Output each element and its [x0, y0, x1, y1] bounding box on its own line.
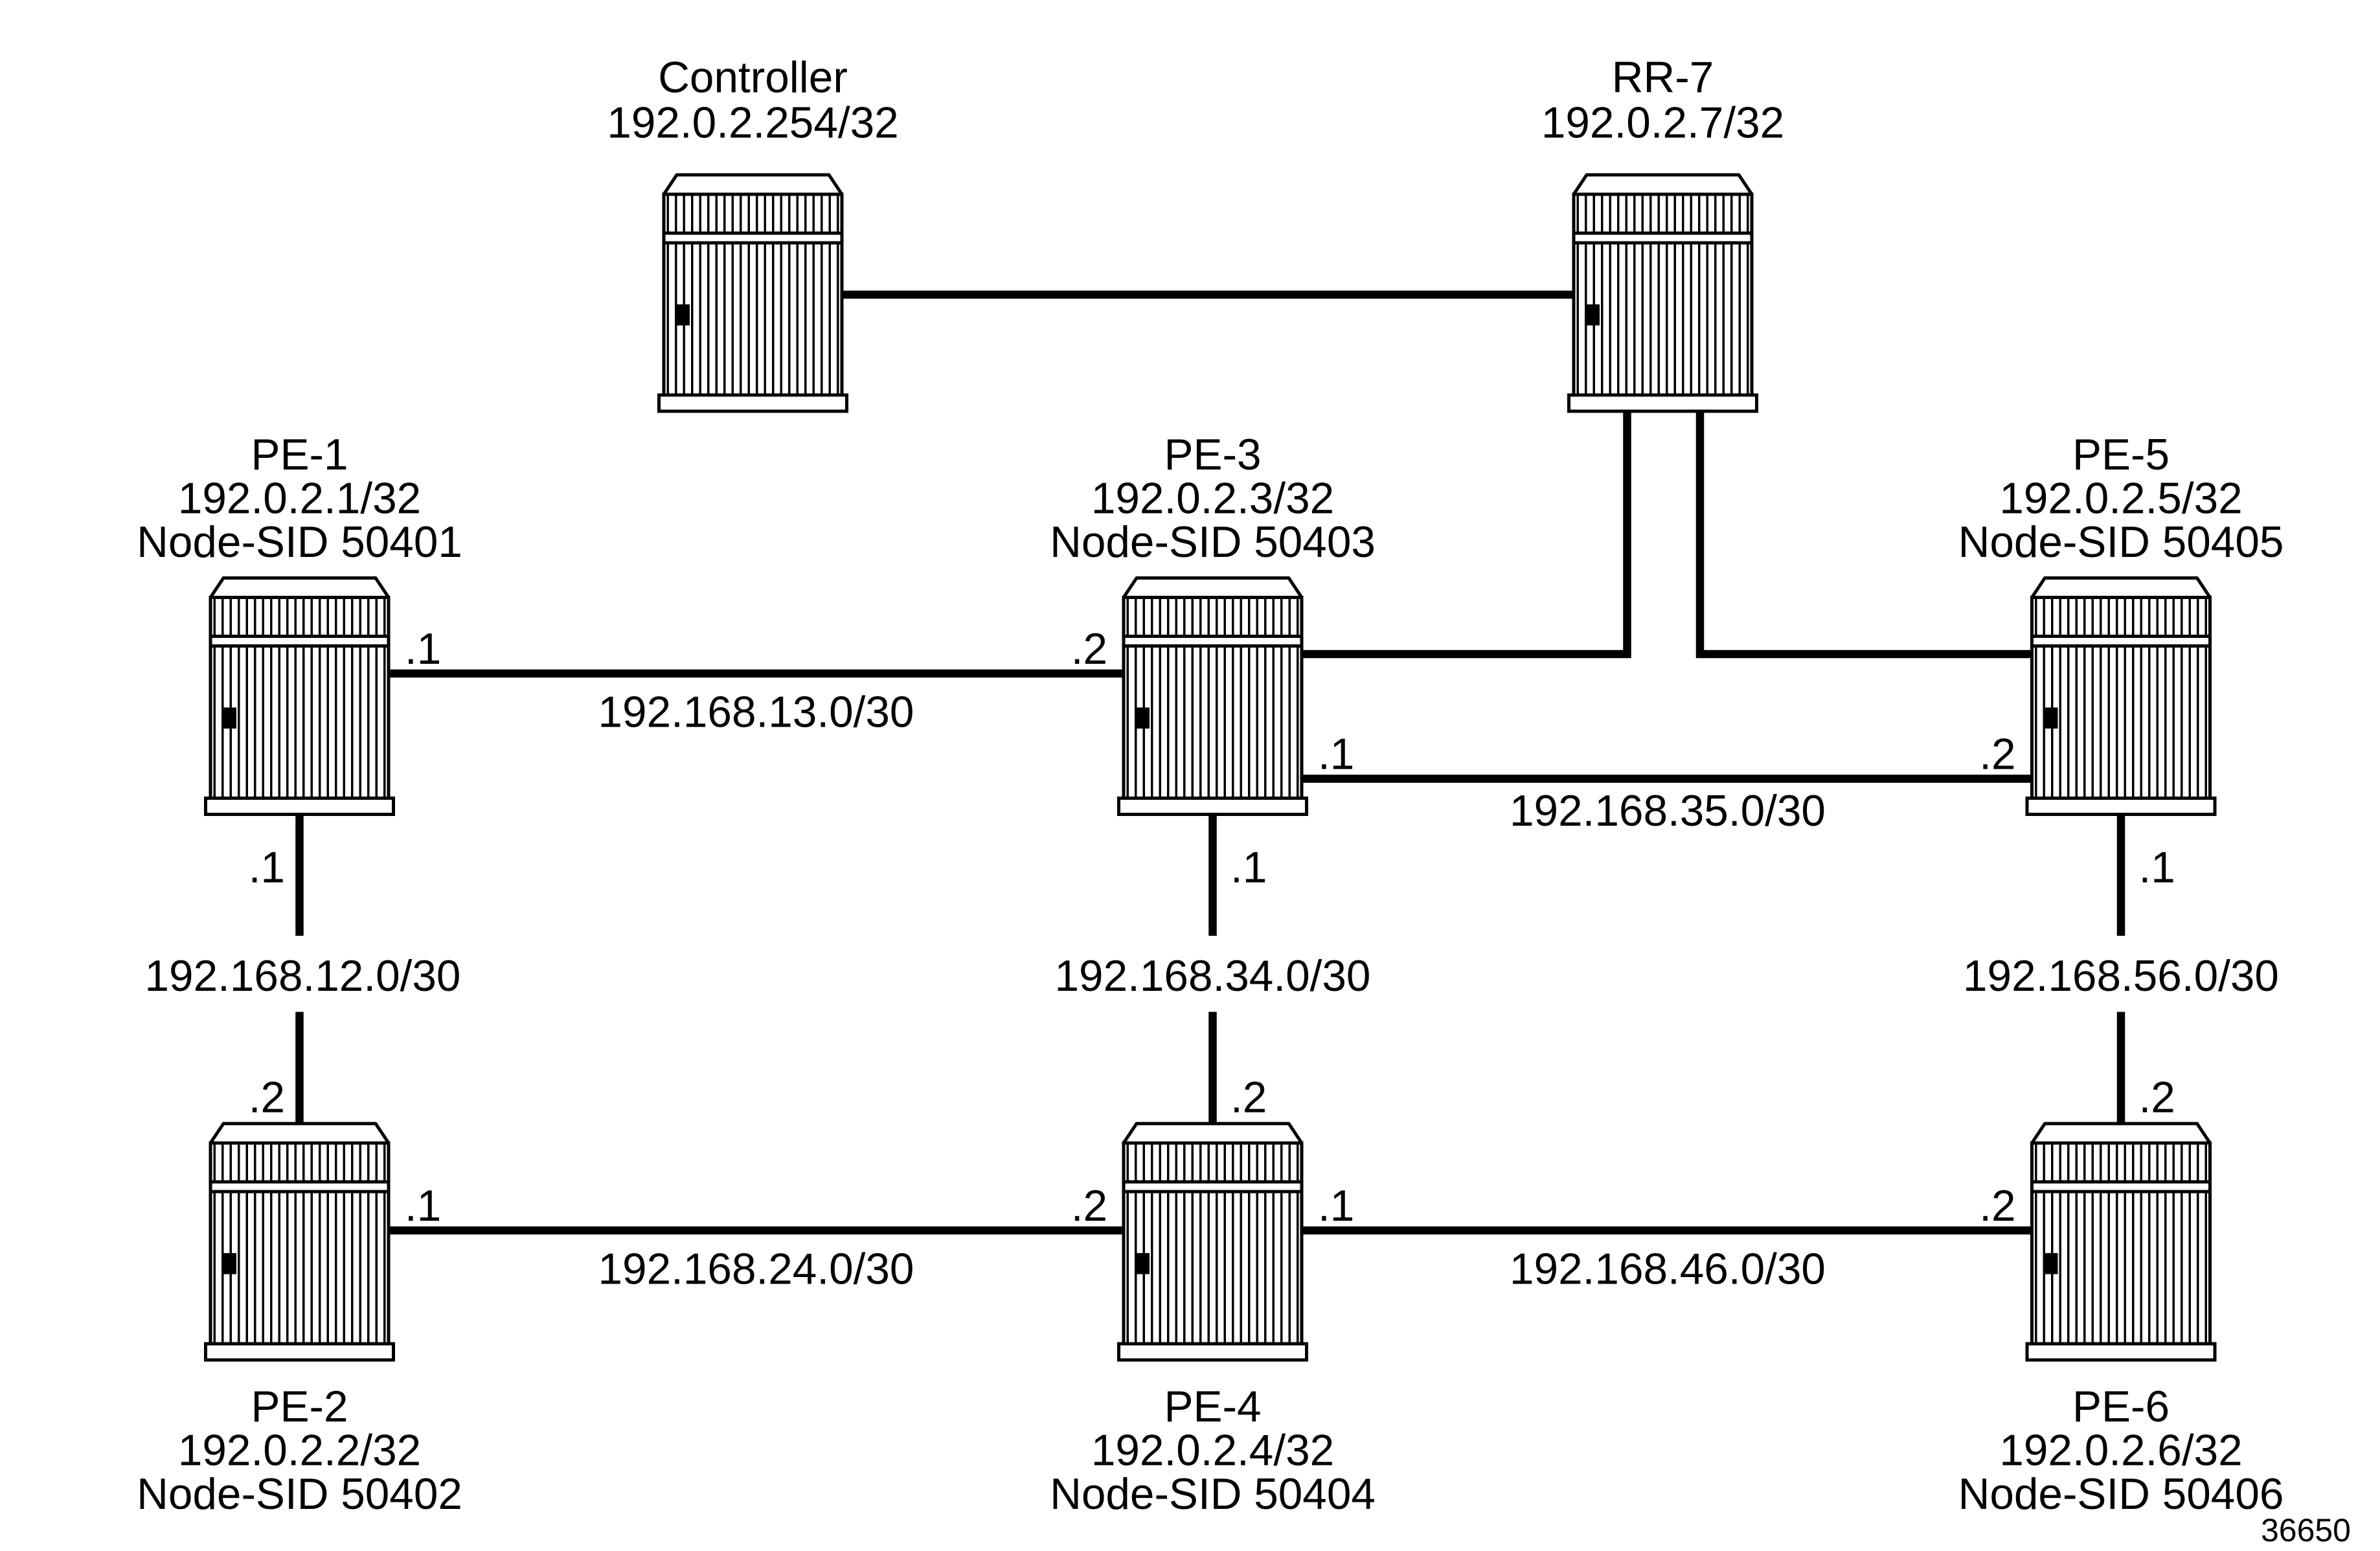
subnet-label-pe3-pe4: 192.168.34.0/30 [1055, 952, 1371, 1001]
subnet-label-pe4-pe6: 192.168.46.0/30 [1510, 1245, 1826, 1294]
node-rr7: RR-7 192.0.2.7/32 [1541, 54, 1784, 412]
subnet-label-pe5-pe6: 192.168.56.0/30 [1963, 952, 2279, 1001]
node-pe3: PE-3 192.0.2.3/32 Node-SID 50403 [1050, 431, 1376, 815]
link-pe3-pe4: .1 .2 192.168.34.0/30 [1055, 809, 1371, 1129]
link-pe4-pe6: .1 .2 192.168.46.0/30 [1302, 1182, 2032, 1294]
interface-label-pe1: .1 [249, 844, 285, 892]
router-icon [2027, 578, 2215, 815]
router-icon [1119, 578, 1307, 815]
node-ip-label: 192.0.2.6/32 [1999, 1427, 2242, 1475]
router-icon [1569, 175, 1757, 411]
node-pe1: PE-1 192.0.2.1/32 Node-SID 50401 [137, 431, 462, 815]
link-rr7-pe3 [1302, 405, 1631, 659]
node-name-label: PE-6 [2072, 1383, 2170, 1431]
interface-label-pe3: .2 [1071, 625, 1107, 674]
link-pe1-pe2: .1 .2 192.168.12.0/30 [145, 809, 461, 1129]
node-sid-label: Node-SID 50404 [1050, 1470, 1376, 1519]
node-pe6: PE-6 192.0.2.6/32 Node-SID 50406 [1958, 1124, 2284, 1519]
node-pe4: PE-4 192.0.2.4/32 Node-SID 50404 [1050, 1124, 1376, 1519]
link-line-rr7-pe3 [1302, 405, 1631, 659]
subnet-label-pe2-pe4: 192.168.24.0/30 [598, 1245, 914, 1294]
router-icon [2027, 1124, 2215, 1360]
figure-number: 36650 [2261, 1512, 2351, 1548]
node-name-label: PE-1 [251, 431, 348, 479]
interface-label-pe2: .1 [405, 1182, 441, 1230]
node-sid-label: Node-SID 50401 [137, 518, 462, 567]
subnet-label-pe1-pe3: 192.168.13.0/30 [598, 688, 914, 737]
node-sid-label: Node-SID 50402 [137, 1470, 462, 1519]
router-icon [206, 578, 394, 815]
node-pe2: PE-2 192.0.2.2/32 Node-SID 50402 [137, 1124, 462, 1519]
link-rr7-pe5 [1695, 405, 2032, 659]
node-name-label: PE-5 [2072, 431, 2170, 479]
link-pe5-pe6: .1 .2 192.168.56.0/30 [1963, 809, 2279, 1129]
interface-label-pe1: .1 [405, 625, 441, 674]
router-icon [1119, 1124, 1307, 1360]
node-name-label: PE-4 [1164, 1383, 1261, 1431]
interface-label-pe3: .1 [1230, 844, 1267, 892]
node-ip-label: 192.0.2.7/32 [1541, 99, 1784, 148]
node-name-label: RR-7 [1612, 54, 1714, 102]
node-name-label: Controller [658, 54, 848, 102]
node-ip-label: 192.0.2.3/32 [1091, 475, 1334, 523]
node-ip-label: 192.0.2.4/32 [1091, 1427, 1334, 1475]
node-sid-label: Node-SID 50406 [1958, 1470, 2284, 1519]
interface-label-pe4: .2 [1230, 1074, 1267, 1122]
subnet-label-pe1-pe2: 192.168.12.0/30 [145, 952, 461, 1001]
node-ip-label: 192.0.2.1/32 [178, 475, 421, 523]
node-ip-label: 192.0.2.2/32 [178, 1427, 421, 1475]
router-icon [206, 1124, 394, 1360]
node-controller: Controller 192.0.2.254/32 [607, 54, 899, 412]
interface-label-pe4: .1 [1318, 1182, 1354, 1230]
node-sid-label: Node-SID 50403 [1050, 518, 1376, 567]
interface-label-pe2: .2 [249, 1074, 285, 1122]
interface-label-pe6: .2 [1979, 1182, 2015, 1230]
node-sid-label: Node-SID 50405 [1958, 518, 2284, 567]
node-name-label: PE-2 [251, 1383, 348, 1431]
link-pe3-pe5: .1 .2 192.168.35.0/30 [1302, 730, 2032, 835]
interface-label-pe5: .2 [1979, 730, 2015, 779]
router-icon [659, 175, 847, 411]
subnet-label-pe3-pe5: 192.168.35.0/30 [1510, 787, 1826, 835]
node-name-label: PE-3 [1164, 431, 1261, 479]
link-pe2-pe4: .1 .2 192.168.24.0/30 [389, 1182, 1124, 1294]
interface-label-pe3: .1 [1318, 730, 1354, 779]
interface-label-pe5: .1 [2139, 844, 2175, 892]
node-ip-label: 192.0.2.254/32 [607, 99, 898, 148]
node-ip-label: 192.0.2.5/32 [1999, 475, 2242, 523]
interface-label-pe6: .2 [2139, 1074, 2175, 1122]
link-pe1-pe3: .1 .2 192.168.13.0/30 [389, 625, 1124, 737]
node-pe5: PE-5 192.0.2.5/32 Node-SID 50405 [1958, 431, 2284, 815]
link-line-rr7-pe5 [1695, 405, 2032, 659]
interface-label-pe4: .2 [1071, 1182, 1107, 1230]
